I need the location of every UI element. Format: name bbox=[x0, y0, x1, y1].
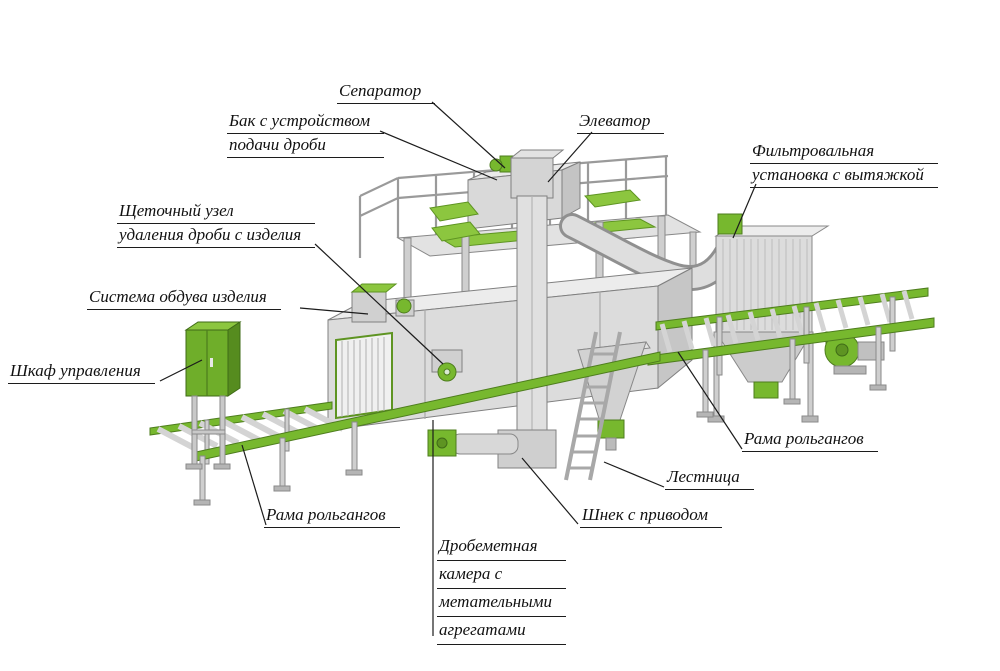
label-blowoff-line: Система обдува изделия bbox=[87, 286, 281, 310]
label-frame-left-line: Рама рольгангов bbox=[264, 504, 400, 528]
label-cabinet-line: Шкаф управления bbox=[8, 360, 155, 384]
label-screw: Шнек с приводом bbox=[580, 504, 722, 528]
chamber-front bbox=[327, 285, 659, 431]
right-roller-conveyor bbox=[647, 287, 935, 418]
filter-foot bbox=[707, 415, 725, 423]
label-tank-line: подачи дроби bbox=[227, 134, 385, 158]
leader-tank bbox=[379, 130, 498, 181]
cabinet-foot bbox=[185, 463, 203, 470]
separator-side bbox=[561, 161, 581, 219]
label-frame-right-line: Рама рольгангов bbox=[742, 428, 878, 452]
conveyor-leg bbox=[199, 455, 206, 503]
leader-blowoff bbox=[299, 307, 369, 315]
leader-cabinet bbox=[159, 359, 203, 382]
conveyor-leg bbox=[284, 408, 290, 452]
label-frame-left: Рама рольгангов bbox=[264, 504, 400, 528]
filter-ribs bbox=[722, 239, 808, 330]
conveyor-leg bbox=[204, 419, 210, 465]
leader-separator bbox=[431, 101, 506, 169]
label-chamber-line: Дробеметная bbox=[437, 533, 566, 561]
label-separator: Сепаратор bbox=[337, 80, 436, 104]
screw-motor-hub bbox=[436, 437, 448, 449]
label-chamber-line: метательными bbox=[437, 589, 566, 617]
label-tank-line: Бак с устройством bbox=[227, 110, 385, 134]
elevator-head bbox=[510, 157, 554, 199]
hopper-pipe bbox=[605, 437, 617, 451]
label-filter-line: установка с вытяжкой bbox=[750, 164, 938, 188]
label-chamber-line: агрегатами bbox=[437, 617, 566, 645]
conveyor-leg bbox=[789, 338, 796, 402]
leader-brush bbox=[314, 243, 444, 365]
label-brush-line: Щеточный узел bbox=[117, 200, 316, 224]
conveyor-foot bbox=[273, 485, 291, 492]
shot-hopper-panel bbox=[429, 201, 479, 222]
left-roller-conveyor bbox=[149, 351, 661, 506]
conveyor-leg bbox=[279, 437, 286, 489]
label-frame-right: Рама рольгангов bbox=[742, 428, 878, 452]
label-brush: Щеточный узел удаления дроби с изделия bbox=[117, 200, 316, 248]
fan-base bbox=[833, 365, 867, 375]
conveyor-leg bbox=[351, 421, 358, 473]
label-filter-line: Фильтровальная bbox=[750, 140, 938, 164]
exhaust-fan-hub bbox=[835, 343, 849, 357]
conveyor-foot bbox=[869, 384, 887, 391]
grille-slats bbox=[341, 337, 385, 417]
screw-conveyor-drive bbox=[427, 429, 519, 457]
ladder-rails bbox=[564, 331, 622, 481]
blowoff-cover bbox=[350, 283, 398, 293]
filter-dust-bin bbox=[753, 381, 779, 399]
brush-top-motor bbox=[396, 298, 412, 314]
label-brush-line: удаления дроби с изделия bbox=[117, 224, 316, 248]
filter-inlet-flange bbox=[717, 213, 743, 235]
control-cabinet bbox=[184, 321, 242, 470]
blowoff-housing bbox=[351, 291, 387, 323]
leader-ladder bbox=[603, 461, 665, 488]
blast-chamber bbox=[327, 267, 693, 431]
cabinet-handle bbox=[210, 358, 213, 367]
label-ladder-line: Лестница bbox=[665, 466, 754, 490]
label-chamber-line: камера с bbox=[437, 561, 566, 589]
elevator-head-top bbox=[509, 149, 565, 159]
conveyor-foot bbox=[696, 411, 714, 418]
platform-column bbox=[689, 231, 697, 269]
label-ladder: Лестница bbox=[665, 466, 754, 490]
shot-hopper-panel bbox=[583, 189, 642, 208]
label-screw-line: Шнек с приводом bbox=[580, 504, 722, 528]
conveyor-foot bbox=[783, 398, 801, 405]
conveyor-foot bbox=[345, 469, 363, 476]
label-tank: Бак с устройством подачи дроби bbox=[227, 110, 385, 158]
cabinet-side bbox=[227, 321, 241, 397]
leader-frame-left bbox=[241, 444, 267, 526]
leader-lines bbox=[159, 101, 757, 636]
label-filter: Фильтровальная установка с вытяжкой bbox=[750, 140, 938, 188]
label-separator-line: Сепаратор bbox=[337, 80, 436, 104]
label-cabinet: Шкаф управления bbox=[8, 360, 155, 384]
filter-foot bbox=[801, 415, 819, 423]
conveyor-rollers bbox=[659, 290, 915, 353]
leader-frame-right bbox=[677, 351, 743, 450]
leader-elevator bbox=[547, 131, 593, 183]
leader-screw bbox=[521, 457, 579, 525]
leader-filter bbox=[732, 183, 757, 239]
label-chamber: Дробеметная камера с метательными агрега… bbox=[437, 533, 566, 645]
brush-motor-hub bbox=[443, 368, 451, 376]
conveyor-leg bbox=[702, 349, 709, 415]
label-elevator: Элеватор bbox=[577, 110, 665, 134]
label-elevator-line: Элеватор bbox=[577, 110, 665, 134]
conveyor-leg bbox=[875, 326, 882, 388]
cabinet-foot bbox=[213, 463, 231, 470]
conveyor-foot bbox=[193, 499, 211, 506]
screw-tube bbox=[451, 433, 519, 455]
separator-motor-fan bbox=[489, 158, 503, 172]
label-blowoff: Система обдува изделия bbox=[87, 286, 281, 310]
cabinet-brace bbox=[191, 429, 226, 435]
shot-hopper-panel bbox=[431, 221, 481, 242]
